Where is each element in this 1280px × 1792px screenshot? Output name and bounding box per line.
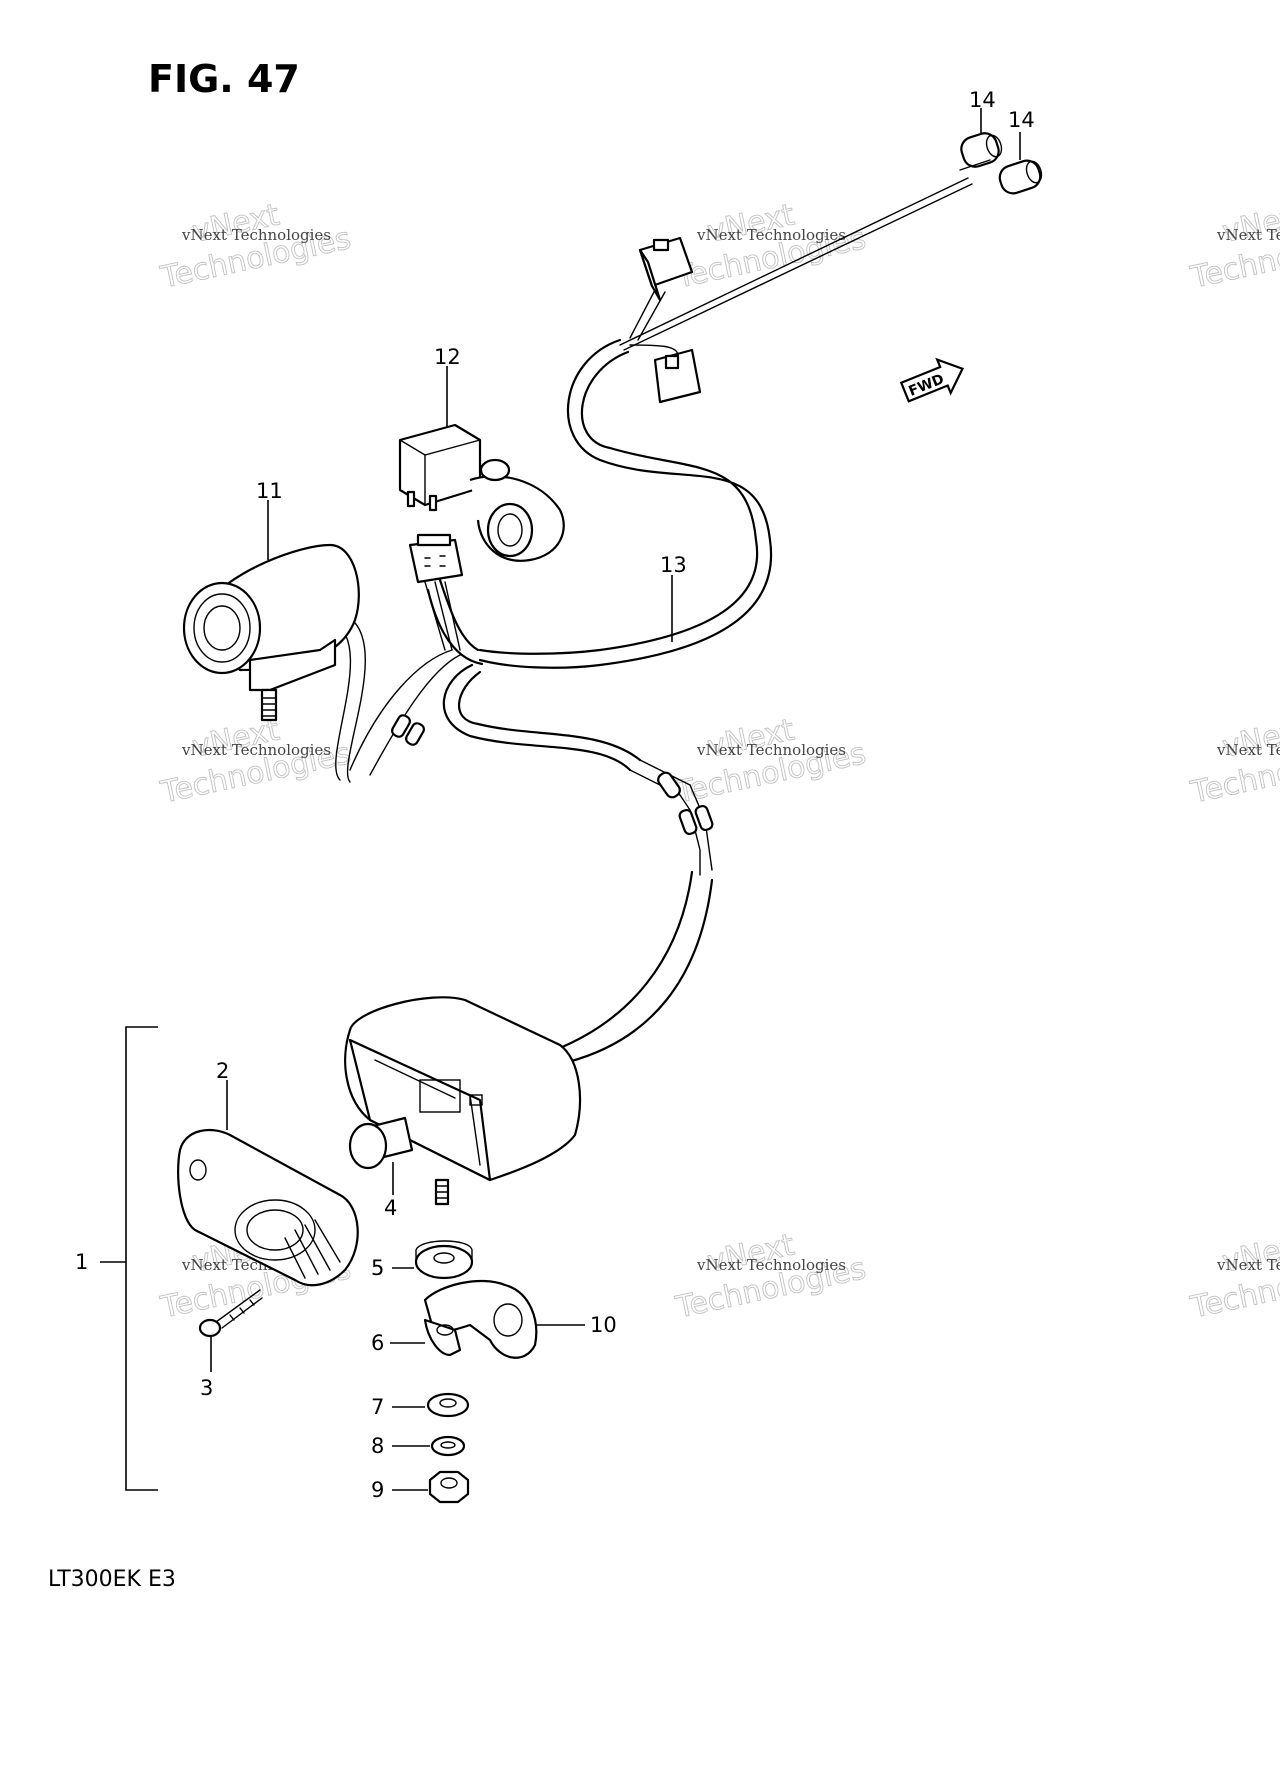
nut: [428, 1470, 470, 1504]
watermark-small: vNext Technologies: [1216, 226, 1280, 244]
connector-wire: [629, 289, 656, 339]
watermark-small: vNext Technologies: [181, 741, 331, 759]
assembly-bracket: [125, 1026, 158, 1491]
watermark-small: vNext Technologies: [181, 226, 331, 244]
harness-connector-upper: [638, 236, 694, 302]
callout-5: 5: [371, 1256, 384, 1280]
flat-washer: [426, 1392, 470, 1418]
watermark-small: vNext Technologies: [696, 741, 846, 759]
bullet-connector: [391, 714, 411, 738]
lens: [177, 1128, 359, 1287]
bulb: [348, 1116, 414, 1170]
bullet-connector: [678, 808, 698, 836]
switch-plug: [408, 533, 464, 584]
callout-9: 9: [371, 1478, 384, 1502]
terminal-cap-right: [998, 159, 1043, 195]
callout-7: 7: [371, 1395, 384, 1419]
watermark-small: vNext Technologies: [1216, 741, 1280, 759]
plug-wire: [444, 581, 461, 651]
callout-1: 1: [75, 1250, 88, 1274]
screw: [198, 1289, 263, 1338]
harness-connector-lower: [653, 348, 702, 404]
callout-14b: 14: [1008, 108, 1035, 132]
bullet-connector: [657, 771, 681, 799]
callout-10: 10: [590, 1313, 617, 1337]
bullet-connector: [694, 804, 714, 832]
fwd-arrow-icon: FWD: [899, 357, 965, 403]
plug-wire: [434, 581, 453, 651]
auxiliary-light: [182, 543, 360, 722]
watermark-small: vNext Technologies: [696, 1256, 846, 1274]
callout-8: 8: [371, 1434, 384, 1458]
model-code: LT300EK E3: [48, 1567, 176, 1592]
light-switch: [398, 423, 565, 562]
mounting-stud: [434, 1178, 450, 1206]
clamp-bracket: [423, 1279, 538, 1359]
callout-2: 2: [216, 1059, 229, 1083]
watermark-layer: vNext Technologies vNext Technologies vN…: [157, 197, 1280, 1326]
callout-3: 3: [200, 1376, 213, 1400]
watermark-small: vNext Technologies: [1216, 1256, 1280, 1274]
figure-title: FIG. 47: [148, 57, 300, 101]
rubber-washer: [414, 1240, 474, 1280]
plug-wire: [424, 581, 446, 651]
wiring-harness: [329, 159, 991, 1064]
bullet-connector: [405, 722, 425, 746]
lock-washer: [430, 1435, 466, 1457]
callout-13: 13: [660, 553, 687, 577]
connector-wire: [637, 291, 666, 341]
connector-wire: [629, 344, 679, 359]
terminal-cap-left: [960, 132, 1003, 168]
callout-14a: 14: [969, 88, 996, 112]
callout-11: 11: [256, 479, 283, 503]
callout-4: 4: [384, 1196, 397, 1220]
watermark-small: vNext Technologies: [696, 226, 846, 244]
callout-12: 12: [434, 345, 461, 369]
callout-6: 6: [371, 1331, 384, 1355]
